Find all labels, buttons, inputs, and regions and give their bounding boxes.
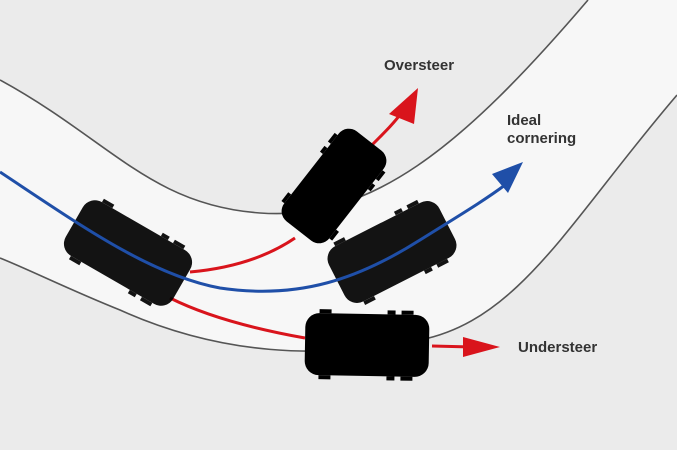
ideal-cornering-arrow-icon — [492, 162, 523, 193]
label-oversteer: Oversteer — [384, 57, 455, 74]
label-ideal-line2: cornering — [507, 130, 577, 147]
car-understeer — [304, 308, 430, 382]
label-ideal-line1: Ideal — [507, 112, 542, 129]
ideal-cornering-path — [0, 170, 506, 293]
oversteer-path — [189, 236, 296, 274]
label-ideal-cornering: Ideal cornering — [507, 112, 576, 148]
road-inner-edge — [0, 0, 589, 215]
oversteer-arrow-icon — [389, 88, 418, 124]
understeer-path — [169, 296, 306, 340]
understeer-arrow-icon — [463, 337, 500, 357]
label-understeer: Understeer — [518, 339, 598, 356]
